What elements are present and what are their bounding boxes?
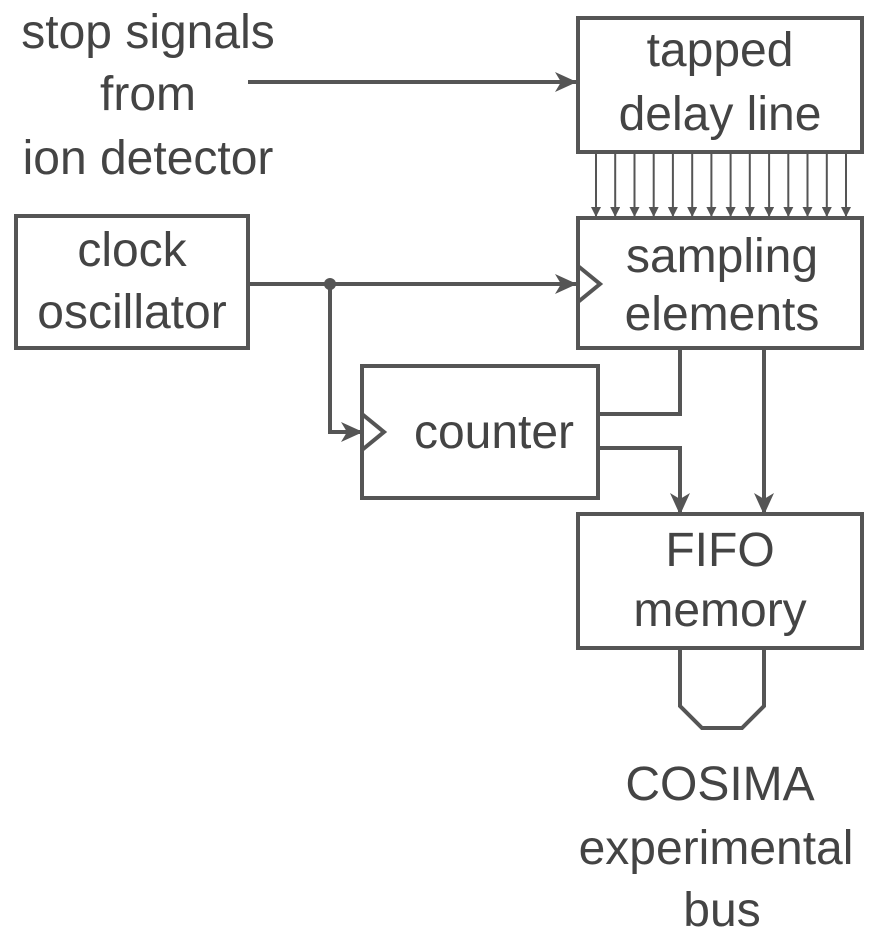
sampling-elements-label-1: sampling	[626, 230, 818, 283]
counter-to-fifo-arrow	[598, 446, 690, 515]
clock-to-counter-arrow	[328, 284, 363, 442]
clock-oscillator-label-1: clock	[77, 224, 187, 277]
clock-oscillator-box	[14, 214, 250, 350]
sampling-elements-box	[576, 216, 864, 350]
counter-clock-input-icon	[360, 412, 388, 452]
fifo-memory-label-2: memory	[633, 584, 806, 637]
tapped-delay-line-label-2: delay line	[619, 88, 822, 141]
counter-block: counter	[360, 364, 600, 500]
fifo-memory-label-1: FIFO	[665, 524, 774, 577]
fifo-memory-box	[576, 512, 864, 650]
delay-taps	[591, 152, 851, 217]
tapped-delay-line-box	[576, 16, 864, 154]
tapped-delay-line-block: tapped delay line	[576, 16, 864, 154]
sampling-elements-label-2: elements	[625, 288, 820, 341]
bus-label-line-3: bus	[683, 884, 760, 937]
tapped-delay-line-label-1: tapped	[647, 24, 794, 77]
cosima-bus-label: COSIMA experimental bus	[579, 758, 854, 937]
stop-signals-label: stop signals from ion detector	[21, 6, 274, 185]
bus-label-line-1: COSIMA	[625, 758, 814, 811]
clock-oscillator-block: clock oscillator	[14, 214, 250, 350]
sampling-clock-input-icon	[576, 264, 604, 304]
clock-oscillator-label-2: oscillator	[37, 286, 226, 339]
sampling-to-counter-line	[598, 348, 682, 416]
stop-signals-line-1: stop signals	[21, 6, 274, 59]
fifo-to-bus-connector	[678, 648, 766, 730]
stop-signals-line-3: ion detector	[23, 132, 274, 185]
bus-label-line-2: experimental	[579, 822, 854, 875]
stop-signals-line-2: from	[100, 68, 196, 121]
sampling-elements-block: sampling elements	[576, 216, 864, 350]
counter-label: counter	[414, 406, 574, 459]
counter-box	[360, 364, 600, 500]
fifo-memory-block: FIFO memory	[576, 512, 864, 650]
